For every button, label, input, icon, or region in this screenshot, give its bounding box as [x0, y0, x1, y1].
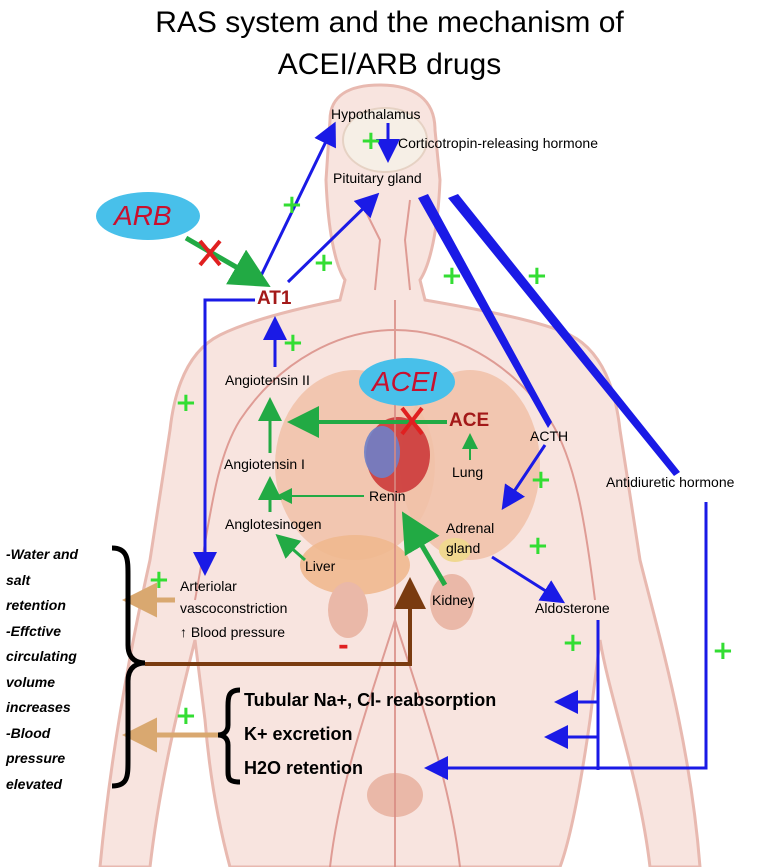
plus-sign: +	[712, 636, 734, 666]
plus-sign: +	[148, 565, 170, 595]
arrow-pituitary-adh	[448, 194, 680, 476]
arteriolar-label-1: Arteriolar	[180, 578, 237, 594]
liver-label: Liver	[305, 558, 336, 574]
effects-left-list: -Water and salt retention -Effctive circ…	[6, 542, 78, 797]
plus-sign: +	[313, 248, 335, 278]
arrow-arb-at1	[184, 235, 271, 288]
effect-line: -Water and	[6, 546, 79, 562]
tan-arrows	[122, 582, 218, 753]
arrow-liver-angiotensinogen	[275, 534, 306, 562]
arteriolar-label-2: vascoconstriction	[180, 600, 288, 616]
plus-sign: +	[441, 261, 463, 291]
arrow-kidney-renin	[401, 511, 448, 587]
left-kidney	[328, 582, 368, 638]
braces	[111, 545, 241, 789]
organs	[275, 107, 540, 817]
angiotensinogen-label: Anglotesinogen	[225, 516, 322, 532]
arrow-at1-arteriolar	[193, 298, 255, 576]
arb-oval	[96, 192, 200, 240]
adrenal-label-1: Adrenal	[446, 520, 495, 536]
effect-line: pressure	[6, 750, 66, 766]
acei-block-icon	[400, 406, 424, 436]
hypothalamus-label: Hypothalamus	[331, 106, 421, 122]
blue-arrows	[193, 121, 708, 780]
at1-label: AT1	[257, 288, 292, 309]
renin-label: Renin	[369, 488, 406, 504]
liver-organ	[300, 535, 410, 595]
title-line-2: ACEI/ARB drugs	[277, 48, 502, 81]
ace-label: ACE	[449, 410, 490, 431]
effect-line: elevated	[6, 775, 63, 792]
adrenal-organ	[439, 538, 471, 562]
effect-line: retention	[6, 597, 66, 613]
kidney-label: Kidney	[432, 592, 475, 608]
pituitary-label: Pituitary gland	[333, 170, 422, 186]
arb-label: ARB	[114, 200, 172, 231]
angiotensin1-label: Angiotensin I	[224, 456, 305, 472]
arrow-feedback-kidney	[145, 577, 426, 666]
plus-sign: +	[282, 328, 304, 358]
plus-sign: +	[281, 190, 303, 220]
acth-label: ACTH	[530, 428, 569, 444]
crh-label: Corticotropin-releasing hormone	[398, 135, 598, 151]
effect-line: circulating	[6, 648, 77, 664]
effect-line: -Blood	[6, 724, 51, 741]
kidney-effects-brace	[217, 687, 241, 785]
arrow-pituitary-acth	[418, 194, 552, 428]
plus-sign: +	[175, 388, 197, 418]
plus-sign: +	[360, 126, 382, 156]
effect-line: volume	[6, 673, 56, 690]
adh-label: Antidiuretic hormone	[606, 474, 735, 490]
aldosterone-label: Aldosterone	[535, 600, 610, 616]
lung-label: Lung	[452, 464, 484, 480]
plus-sign: +	[527, 531, 549, 561]
arb-block-icon	[198, 239, 222, 267]
left-brace	[111, 545, 146, 789]
green-arrows	[184, 235, 478, 587]
plus-sign: +	[530, 465, 552, 495]
minus-sign: -	[338, 631, 349, 661]
arrow-acth-adrenal	[501, 444, 547, 510]
brown-arrows	[145, 577, 426, 666]
effect-k-excretion: K+ excretion	[244, 724, 353, 744]
plus-sign: +	[175, 701, 197, 731]
arteriolar-label-3: ↑ Blood pressure	[180, 624, 286, 640]
arrow-adrenal-aldosterone	[491, 555, 566, 604]
angiotensin2-label: Angiotensin II	[225, 372, 310, 388]
effect-line: salt	[6, 571, 31, 588]
plus-sign: +	[526, 261, 548, 291]
heart-left-ventricle	[364, 426, 400, 478]
effect-line: increases	[6, 699, 71, 715]
title-line-1: RAS system and the mechanism of	[155, 6, 624, 39]
right-kidney	[430, 574, 474, 630]
arrow-at1-pituitary	[286, 192, 380, 284]
adrenal-label-2: gland	[446, 540, 481, 556]
effect-h2o-retention: H2O retention	[244, 758, 364, 778]
acei-oval	[359, 358, 455, 406]
effect-tubular: Tubular Na+, Cl- reabsorption	[244, 690, 497, 710]
arrow-adh-h2o	[424, 502, 708, 780]
acei-label: ACEI	[372, 366, 438, 397]
plus-sign: +	[562, 628, 584, 658]
effect-line: -Effctive	[6, 622, 61, 639]
